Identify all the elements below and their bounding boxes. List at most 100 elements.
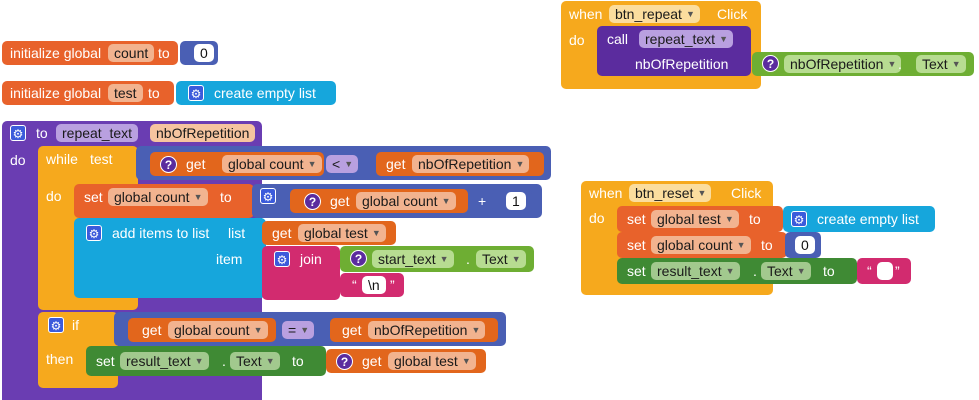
variable-dropdown[interactable]: global count▼ (222, 155, 322, 173)
text-string-block[interactable]: “ ” (857, 258, 911, 284)
var-name-field[interactable]: test (108, 84, 143, 102)
gear-icon[interactable]: ⚙ (188, 85, 204, 101)
gear-icon[interactable]: ⚙ (274, 251, 290, 267)
var-name-field[interactable]: count (108, 44, 155, 62)
set-global-test-block[interactable]: set global test▼ to (617, 206, 783, 232)
get-block[interactable]: get global count▼ (128, 318, 276, 342)
variable-dropdown[interactable]: global test▼ (298, 224, 386, 242)
question-icon[interactable]: ? (336, 353, 353, 370)
event-label: Click (731, 185, 762, 201)
math-add-block[interactable]: ⚙ ? get global count▼ + 1 (252, 184, 542, 218)
gear-icon[interactable]: ⚙ (86, 225, 102, 241)
compare-lt-block[interactable]: ? get global count▼ <▼ get nbOfRepetitio… (136, 146, 551, 180)
property-dropdown[interactable]: Text▼ (916, 55, 966, 73)
init-global-count-block[interactable]: initialize global count to (2, 41, 178, 65)
add-items-label: add items to list (112, 225, 210, 241)
variable-dropdown[interactable]: global count▼ (356, 192, 456, 210)
to-label: to (36, 125, 48, 141)
gear-icon[interactable]: ⚙ (260, 188, 276, 204)
get-block[interactable]: ? get global count▼ (150, 152, 324, 176)
number-block[interactable]: 0 (785, 232, 821, 258)
get-label: get (330, 193, 350, 209)
variable-dropdown-label: global count (114, 189, 190, 205)
to-label: to (292, 353, 304, 369)
set-global-count-block[interactable]: set global count▼ to (617, 232, 787, 258)
component-dropdown-label: nbOfRepetition (790, 56, 884, 72)
create-empty-list-block[interactable]: ⚙ create empty list (783, 206, 935, 232)
add-items-to-list-block[interactable]: ⚙ add items to list list item (74, 218, 266, 298)
component-text-getter[interactable]: ? start_text▼ . Text▼ (340, 246, 534, 272)
text-field[interactable]: \n (362, 276, 386, 294)
param-field[interactable]: nbOfRepetition (150, 124, 256, 142)
property-dropdown[interactable]: Text▼ (230, 352, 280, 370)
text-join-block[interactable]: ⚙ join (262, 246, 340, 300)
operator-dropdown[interactable]: <▼ (326, 155, 359, 173)
variable-dropdown-label: global test (304, 225, 368, 241)
text-field[interactable] (877, 262, 893, 280)
get-block[interactable]: ? get global count▼ (290, 189, 468, 213)
number-block[interactable]: 1 (492, 189, 532, 213)
gear-icon[interactable]: ⚙ (10, 125, 26, 141)
component-dropdown[interactable]: btn_reset▼ (629, 184, 712, 202)
property-dropdown[interactable]: Text▼ (476, 250, 526, 268)
component-dropdown[interactable]: btn_repeat▼ (609, 5, 700, 23)
quote-open: “ (867, 263, 872, 279)
chevron-down-icon: ▼ (724, 214, 734, 224)
component-dropdown[interactable]: result_text▼ (651, 262, 740, 280)
do-label: do (569, 32, 585, 48)
set-global-count-block[interactable]: set global count▼ to (74, 184, 254, 218)
get-block[interactable]: get nbOfRepetition▼ (330, 318, 498, 342)
create-empty-list-block[interactable]: ⚙ create empty list (176, 81, 336, 105)
get-label: get (142, 322, 162, 338)
property-dropdown[interactable]: Text▼ (761, 262, 811, 280)
number-field[interactable]: 0 (194, 44, 214, 62)
question-icon[interactable]: ? (350, 250, 367, 267)
text-string-block[interactable]: “ \n ” (340, 273, 404, 297)
question-icon[interactable]: ? (160, 156, 177, 173)
variable-dropdown[interactable]: global count▼ (168, 321, 268, 339)
component-dropdown[interactable]: result_text▼ (120, 352, 209, 370)
set-result-text-block[interactable]: set result_text▼ . Text▼ to (617, 258, 857, 284)
question-icon[interactable]: ? (304, 193, 321, 210)
question-icon[interactable]: ? (762, 55, 779, 72)
init-global-test-block[interactable]: initialize global test to (2, 81, 174, 105)
to-label: to (158, 45, 170, 61)
get-global-test-block[interactable]: get global test▼ (262, 221, 396, 245)
do-label: do (46, 188, 62, 204)
gear-icon[interactable]: ⚙ (791, 211, 807, 227)
gear-icon[interactable]: ⚙ (48, 317, 64, 333)
component-text-getter[interactable]: ? nbOfRepetition▼ . Text▼ (752, 52, 974, 76)
then-label: then (46, 351, 74, 367)
procedure-name-field[interactable]: repeat_text (56, 124, 139, 142)
get-block[interactable]: get nbOfRepetition▼ (376, 152, 544, 176)
variable-dropdown[interactable]: nbOfRepetition▼ (412, 155, 530, 173)
variable-dropdown-label: nbOfRepetition (418, 156, 512, 172)
chevron-down-icon: ▼ (307, 159, 317, 169)
chevron-down-icon: ▼ (515, 159, 525, 169)
get-label: get (272, 225, 292, 241)
chevron-down-icon: ▼ (194, 356, 204, 366)
number-block[interactable]: 0 (180, 41, 218, 65)
variable-dropdown[interactable]: global test▼ (651, 210, 739, 228)
variable-dropdown[interactable]: global test▼ (388, 352, 476, 370)
get-global-test-block[interactable]: ? get global test▼ (326, 349, 486, 373)
set-label: set (96, 353, 115, 369)
operator-dropdown[interactable]: =▼ (282, 321, 315, 339)
chevron-down-icon: ▼ (951, 59, 961, 69)
variable-dropdown[interactable]: nbOfRepetition▼ (368, 321, 486, 339)
dot-label: . (222, 353, 226, 369)
event-label: Click (717, 6, 748, 22)
component-dropdown[interactable]: nbOfRepetition▼ (784, 55, 902, 73)
number-field[interactable]: 0 (795, 236, 815, 254)
procedure-dropdown[interactable]: repeat_text▼ (639, 30, 734, 48)
component-dropdown[interactable]: start_text▼ (372, 250, 454, 268)
variable-dropdown[interactable]: global count▼ (651, 236, 751, 254)
compare-eq-block[interactable]: get global count▼ =▼ get nbOfRepetition▼ (114, 312, 506, 346)
variable-dropdown[interactable]: global count▼ (108, 188, 208, 206)
call-repeat-text-block[interactable]: call repeat_text▼ nbOfRepetition (597, 26, 751, 76)
number-field[interactable]: 1 (506, 192, 526, 210)
quote-close: ” (390, 277, 395, 293)
call-label: call (607, 31, 629, 47)
set-result-text-block[interactable]: set result_text▼ . Text▼ to (86, 346, 326, 376)
get-label: get (386, 156, 406, 172)
